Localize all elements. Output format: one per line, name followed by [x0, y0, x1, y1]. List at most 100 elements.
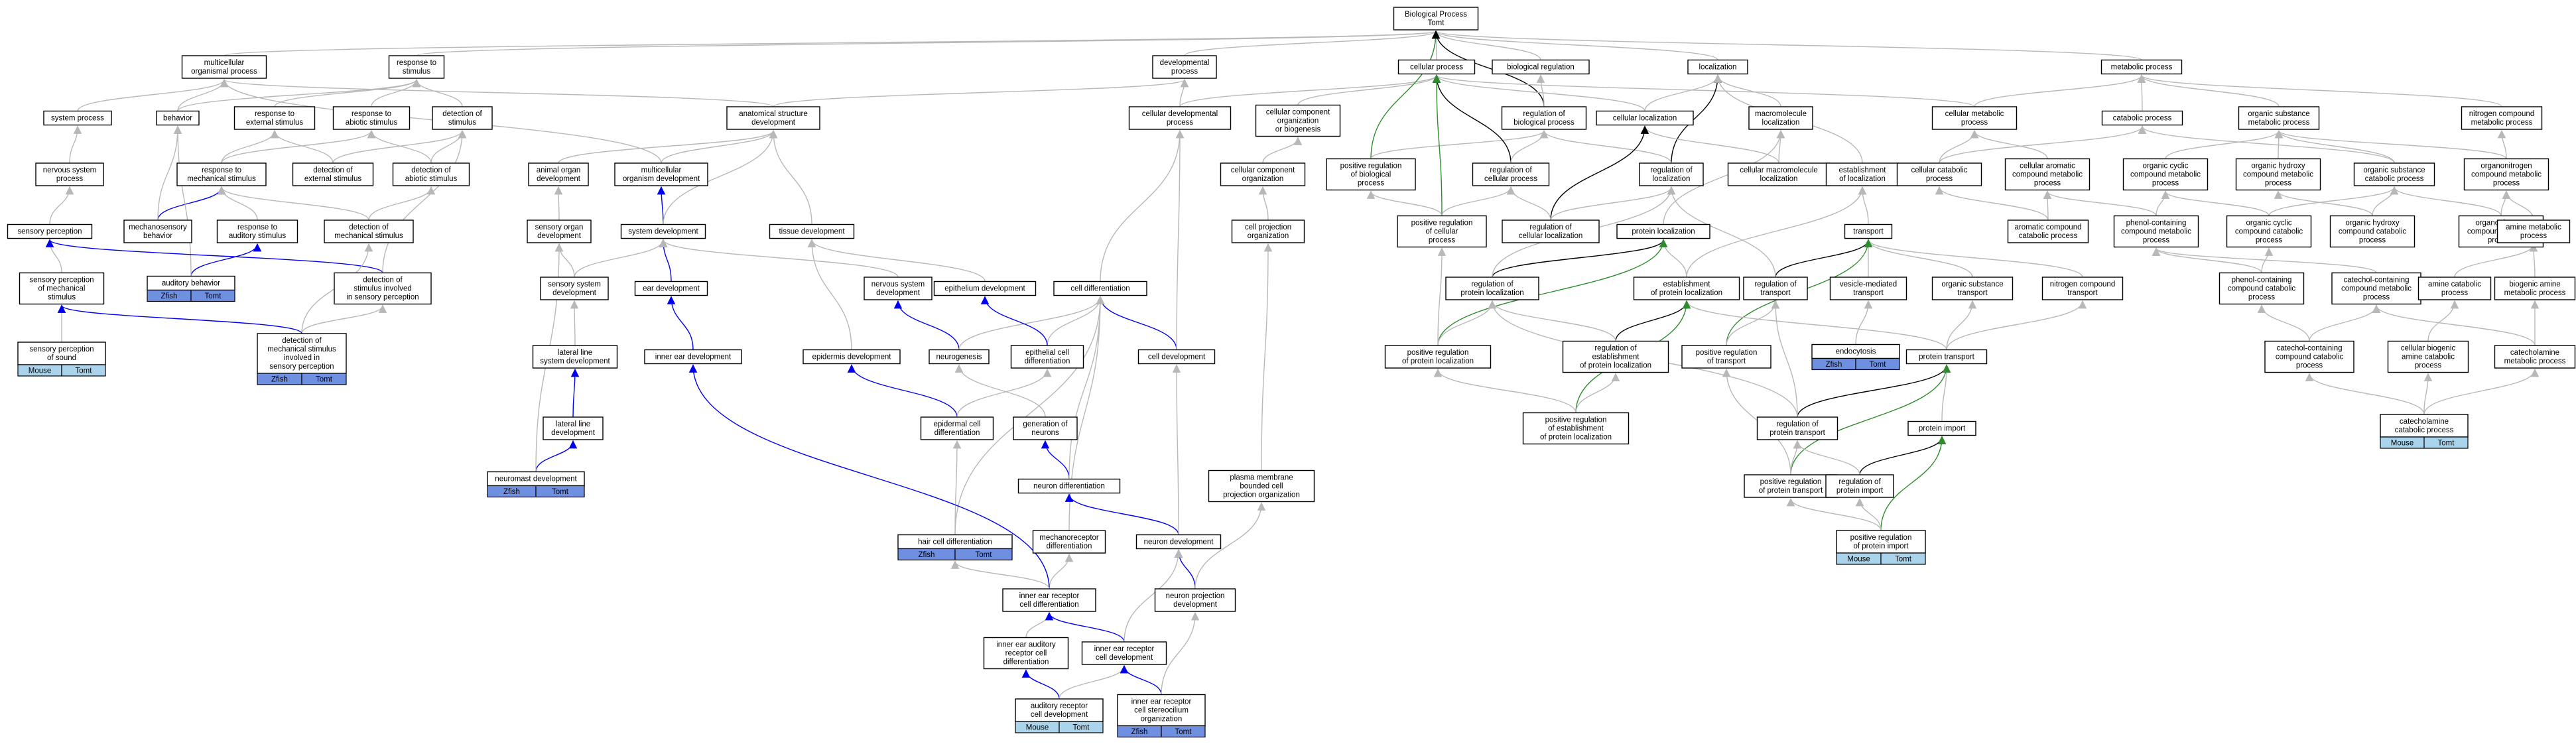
go-term-node-sensp[interactable]: sensory perception [7, 223, 93, 239]
go-term-node-eard[interactable]: ear development [634, 280, 708, 296]
go-term-node-epd[interactable]: epithelium development [933, 280, 1037, 296]
go-term-node-ptrans[interactable]: protein transport [1905, 349, 1988, 365]
go-term-node-catp[interactable]: catabolic process [2101, 110, 2183, 126]
go-term-node-celldev[interactable]: cell development [1137, 349, 1216, 365]
go-term-node-epid[interactable]: epidermis development [803, 349, 901, 365]
go-term-node-sysp[interactable]: system process [43, 110, 112, 126]
go-term-node-sysd[interactable]: system development [620, 223, 706, 239]
go-term-node-metp[interactable]: metabolic process [2100, 59, 2183, 75]
go-term-node-loc[interactable]: localization [1687, 59, 1748, 75]
go-term-node-celld[interactable]: cell differentiation [1053, 280, 1147, 296]
go-term-node-nrd[interactable]: neuron differentiation [1017, 478, 1121, 494]
go-term-node-cloc[interactable]: cellular localization [1596, 110, 1694, 126]
go-term-node-ied[interactable]: inner ear development [644, 349, 742, 365]
go-term-node-trans[interactable]: transport [1844, 223, 1893, 239]
go-term-node-tisd[interactable]: tissue development [769, 223, 855, 239]
go-term-node-bioreg[interactable]: biological regulation [1492, 59, 1590, 75]
go-term-node-behav[interactable]: behavior [156, 110, 200, 126]
go-term-node-cellp[interactable]: cellular process [1397, 59, 1476, 75]
go-term-node-pimp[interactable]: protein import [1907, 420, 1976, 436]
go-term-node-nrdev[interactable]: neuron development [1135, 534, 1222, 550]
